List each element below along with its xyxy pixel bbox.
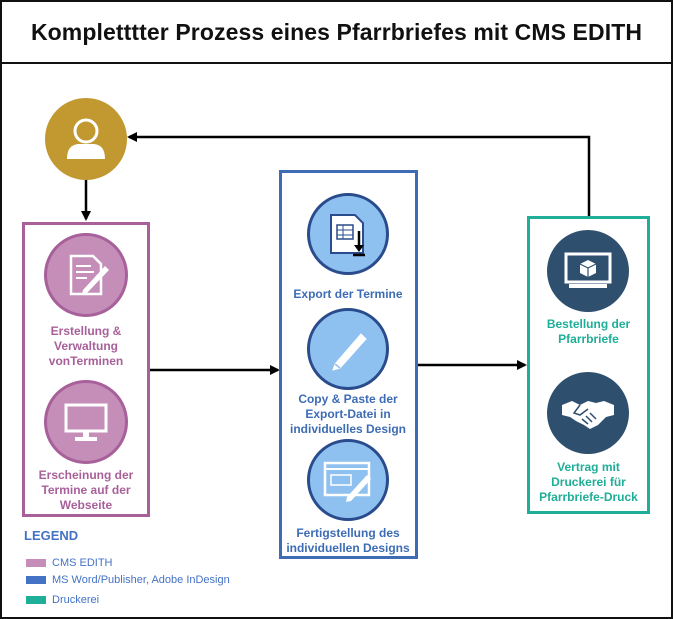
cms-edith-box xyxy=(22,222,150,517)
user-icon xyxy=(67,118,105,159)
document-edit-icon xyxy=(69,254,109,296)
legend-label-cms: CMS EDITH xyxy=(52,557,113,569)
export-icon xyxy=(330,214,365,257)
cms-step1-node xyxy=(44,233,128,317)
title-bar: Kompletttter Prozess eines Pfarrbriefes … xyxy=(2,2,671,64)
ms-step1-label: Export der Termine xyxy=(293,287,403,301)
druck-step1-node xyxy=(547,230,629,312)
legend-swatch-blue xyxy=(26,576,46,584)
druck-step1-label: Bestellung der Pfarrbriefe xyxy=(546,317,631,346)
user-node xyxy=(45,98,127,180)
ms-adobe-box xyxy=(279,170,418,559)
legend-label-druck: Druckerei xyxy=(52,594,100,606)
monitor-box-icon xyxy=(564,252,612,288)
legend-label-ms: MS Word/Publisher, Adobe InDesign xyxy=(52,574,230,586)
cms-step2-node xyxy=(44,380,128,464)
ms-step3-node xyxy=(307,439,389,521)
window-edit-icon xyxy=(323,461,371,502)
ms-step2-node xyxy=(307,308,389,390)
cms-step1-label: Erstellung & Verwaltung vonTerminen xyxy=(48,324,124,368)
diagram-title: Kompletttter Prozess eines Pfarrbriefes … xyxy=(30,18,643,45)
pen-icon xyxy=(332,333,367,371)
legend-title: LEGEND xyxy=(24,528,79,543)
ms-step3-label: Fertigstellung des individuellen Designs xyxy=(286,526,410,555)
cms-step2-label: Erscheinung der Termine auf der Webseite xyxy=(38,468,134,512)
legend-swatch-purple xyxy=(26,559,46,567)
legend-item-druck: Druckerei xyxy=(26,594,99,606)
druck-step2-node xyxy=(547,372,629,454)
legend-swatch-teal xyxy=(26,596,46,604)
handshake-icon xyxy=(562,401,614,429)
legend-item-ms: MS Word/Publisher, Adobe InDesign xyxy=(26,574,230,586)
druck-step2-label: Vertrag mit Druckerei für Pfarrbriefe-Dr… xyxy=(539,460,638,504)
ms-step1-node xyxy=(307,193,389,275)
legend-item-cms: CMS EDITH xyxy=(26,557,113,569)
ms-step2-label: Copy & Paste der Export-Datei in individ… xyxy=(289,392,407,436)
arrow-druck-to-user xyxy=(127,132,591,216)
druckerei-box xyxy=(527,216,650,514)
monitor-icon xyxy=(64,403,108,441)
